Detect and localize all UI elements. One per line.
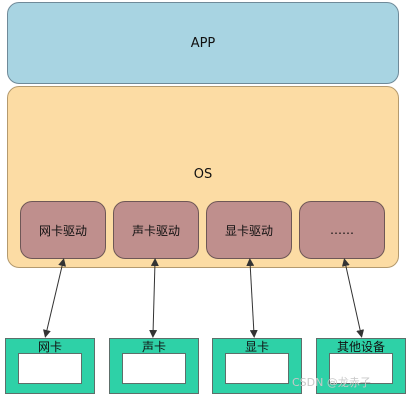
arrow-network [43,258,66,338]
app-layer-box: APP [7,2,399,84]
driver-box-other: …… [299,201,385,259]
arrow-other [341,258,365,338]
device-box-graphics-card: 显卡 [212,338,302,394]
driver-box-graphics: 显卡驱动 [206,201,292,259]
arrow-graphics [246,258,258,338]
device-box-other: 其他设备 [316,338,406,394]
device-slot [122,353,186,384]
os-layer-label: OS [193,167,213,182]
watermark: CSDN @龙赤子 [292,376,371,389]
device-label: 声卡 [141,340,166,354]
arrow-sound [149,258,159,338]
driver-box-network: 网卡驱动 [20,201,106,259]
device-slot [329,353,393,384]
driver-label: 声卡驱动 [131,223,180,238]
driver-label: 网卡驱动 [38,223,87,238]
app-layer-label: APP [190,35,216,51]
device-label: 网卡 [37,340,62,354]
device-box-network-card: 网卡 [5,338,95,394]
driver-label: 显卡驱动 [224,223,273,238]
device-box-sound-card: 声卡 [109,338,199,394]
device-slot [18,353,82,384]
device-slot [225,353,289,384]
driver-label: …… [330,223,354,237]
device-label: 其他设备 [336,340,385,354]
device-label: 显卡 [244,340,269,354]
